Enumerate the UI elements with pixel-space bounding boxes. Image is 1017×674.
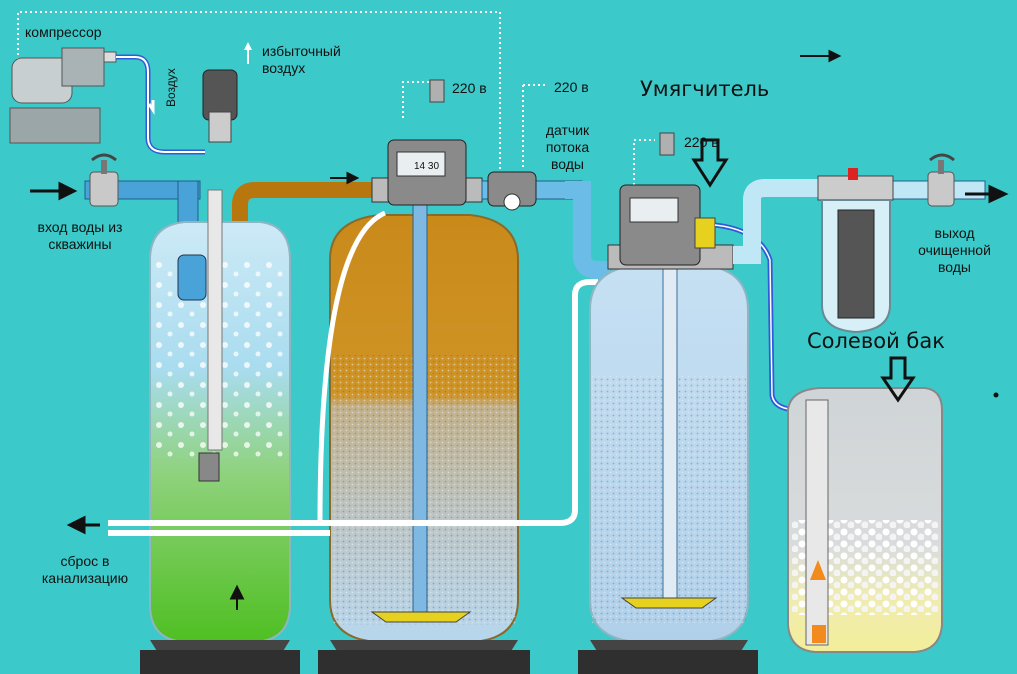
flow-sensor — [481, 171, 610, 279]
timer-display: 14 30 — [414, 161, 440, 172]
drain-line — [108, 210, 598, 536]
power-label-1: 220 в — [452, 80, 487, 96]
air-label: Воздух — [164, 68, 178, 107]
cartridge-filter — [817, 168, 894, 334]
drain-label: сброс в канализацию — [41, 553, 129, 586]
control-head-1 — [371, 139, 483, 206]
softener-label: Умягчитель — [640, 77, 770, 101]
inlet-pipe — [84, 153, 201, 252]
power-label-3: 220 в — [684, 134, 719, 150]
power-box-1 — [429, 79, 445, 103]
power-box-3 — [659, 132, 675, 156]
transfer-pipe — [232, 182, 372, 592]
control-wiring — [17, 11, 655, 185]
flow-arrows — [30, 42, 1009, 610]
flow-sensor-label: датчик потока воды — [545, 122, 590, 172]
air-hose — [116, 54, 205, 155]
aeration-tank — [140, 189, 300, 674]
label-pointer-arrows — [691, 138, 916, 403]
excess-air-label: избыточный воздух — [262, 43, 341, 76]
salt-tank — [787, 387, 943, 653]
outlet-label: выход очищенной воды — [918, 225, 991, 275]
iron-removal-tank — [318, 204, 530, 674]
compressor — [9, 47, 117, 144]
compressor-label: компрессор — [25, 24, 102, 40]
control-head-2 — [607, 184, 734, 270]
softener-tank — [578, 254, 758, 674]
power-label-2: 220 в — [554, 79, 589, 95]
air-release-valve — [202, 69, 238, 143]
salt-tank-label: Солевой бак — [807, 329, 945, 353]
inlet-label: вход воды из скважины — [37, 219, 123, 252]
